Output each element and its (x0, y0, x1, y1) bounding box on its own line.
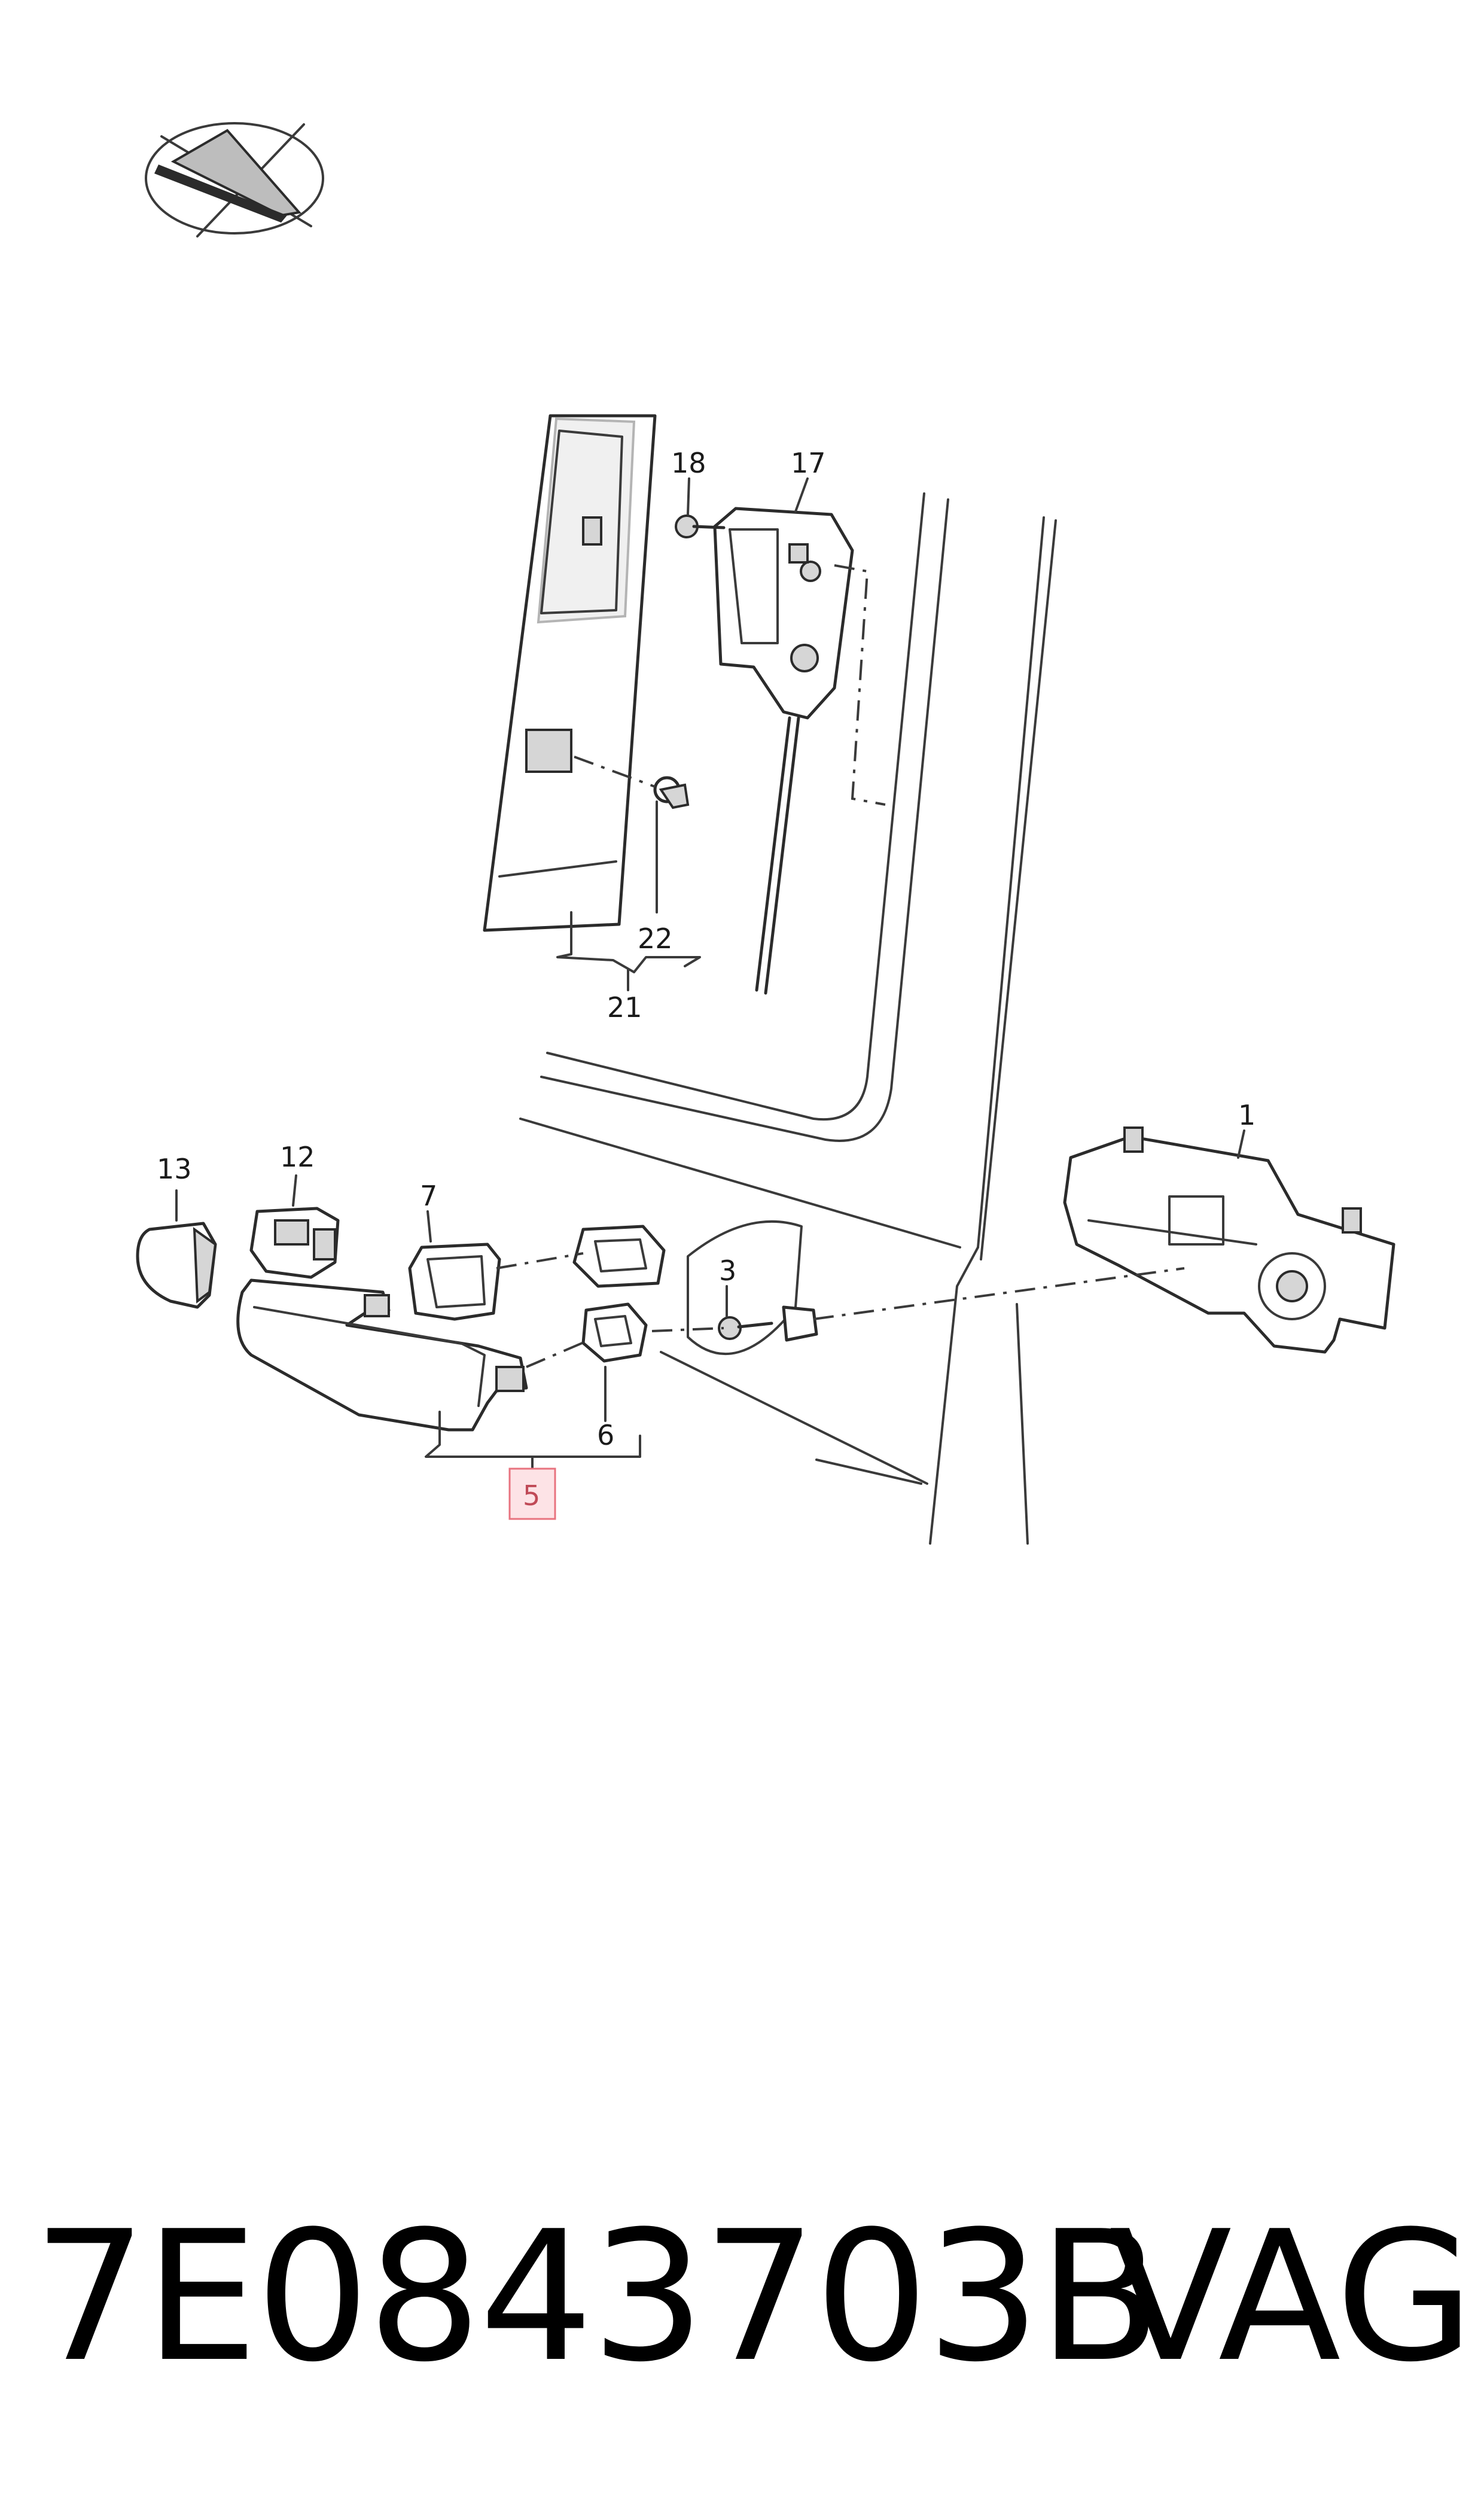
part-number: 7E0843703B (33, 2193, 1161, 2401)
callout-18: 18 (671, 447, 706, 479)
part-1-handle-carrier (1063, 1126, 1395, 1354)
brand-name: VAG (1109, 2193, 1474, 2401)
callout-13: 13 (157, 1153, 192, 1185)
callout-3: 3 (719, 1255, 736, 1287)
part-12-lock-cylinder (249, 1207, 340, 1279)
assembly-guide-lines (496, 1252, 1185, 1368)
part-21-pillar-trim (483, 414, 657, 932)
part-7-gasket (408, 1243, 501, 1321)
part-3-screw (718, 1305, 818, 1342)
callout-22: 22 (638, 922, 673, 955)
callout-6: 6 (597, 1419, 614, 1451)
part-5-grab-handle (236, 1278, 528, 1432)
part-18-screw (675, 514, 726, 538)
part-22-clip (574, 756, 690, 809)
part-6-rear-gasket (581, 1302, 648, 1363)
callout-5-highlight (508, 1467, 556, 1520)
callout-labels: 18 17 22 21 1 13 12 7 3 6 5 (157, 447, 1256, 1520)
callout-7: 7 (420, 1180, 437, 1212)
callout-1: 1 (1238, 1099, 1256, 1131)
callout-12: 12 (280, 1141, 315, 1173)
door-panel-outline (519, 492, 1057, 1545)
callout-21: 21 (607, 991, 642, 1024)
leader-lines (175, 477, 1245, 1470)
callout-17: 17 (791, 447, 826, 479)
orientation-arrow-icon (145, 122, 324, 238)
door-cutout-gasket (572, 1225, 666, 1288)
part-17-lock-mechanism (713, 507, 886, 995)
callout-5: 5 (523, 1479, 540, 1512)
part-13-end-cap (136, 1222, 217, 1309)
